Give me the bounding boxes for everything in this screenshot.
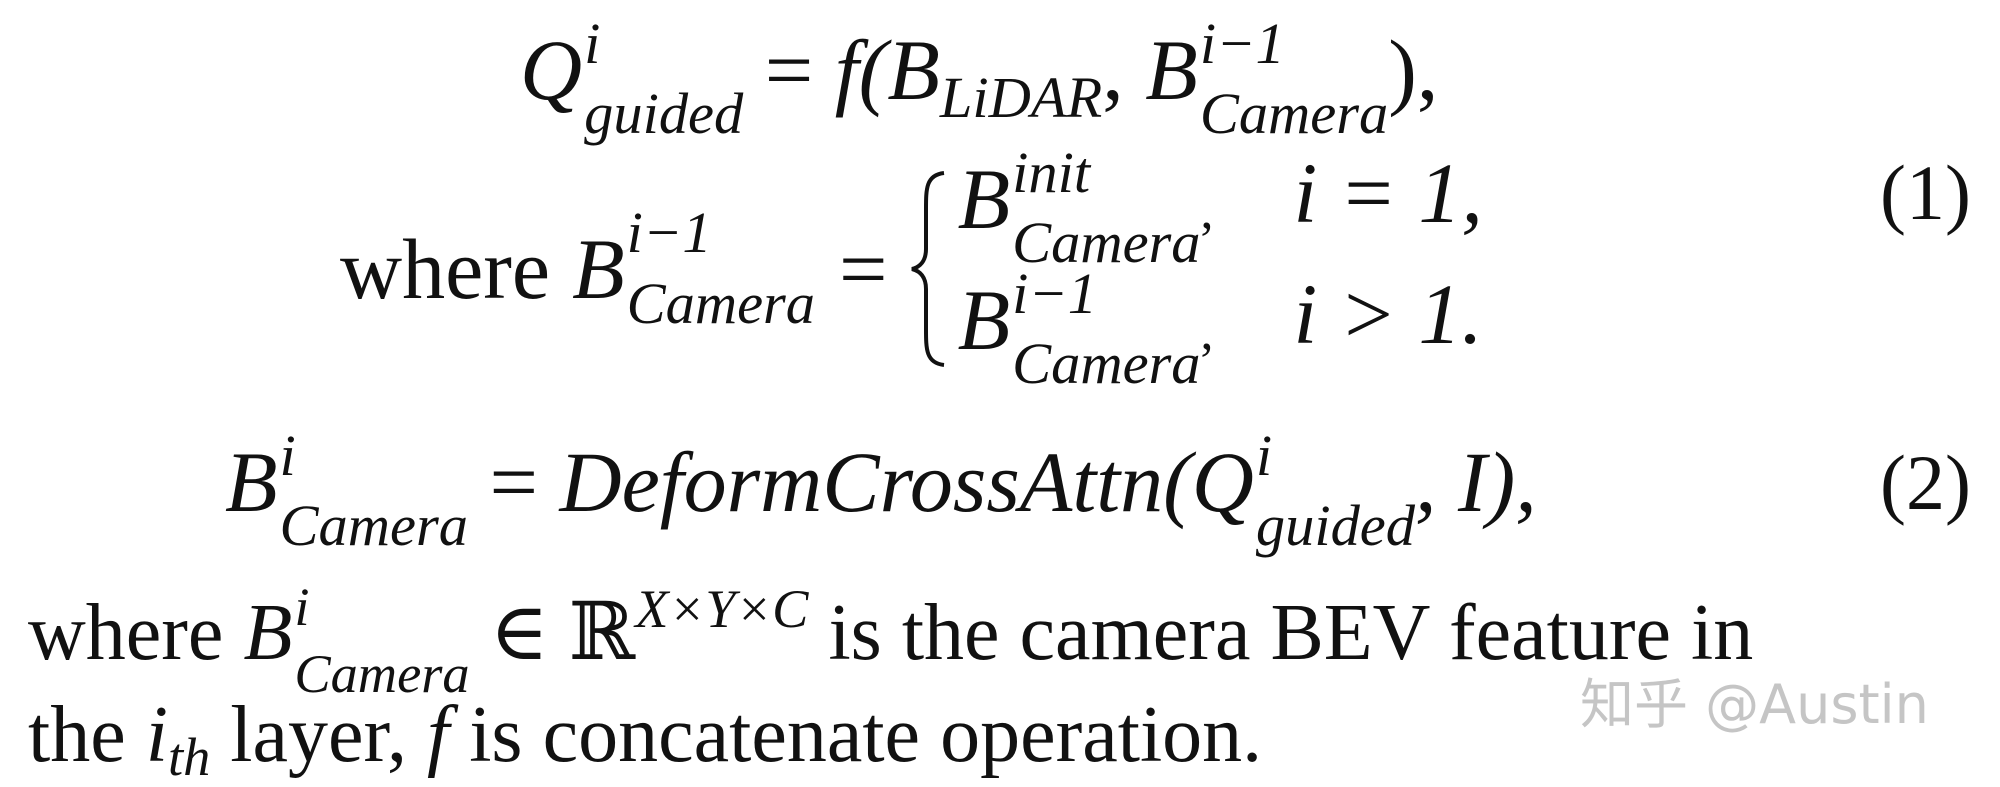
symbol-b-camera: B xyxy=(1145,22,1198,118)
comma: , xyxy=(1102,22,1124,118)
equals-sign-cases: = xyxy=(839,220,888,317)
symbol-b-where: B xyxy=(572,220,625,317)
symbol-b-camera-2: B xyxy=(225,434,278,530)
equals-sign: = xyxy=(764,22,814,118)
close-paren: ), xyxy=(1388,22,1439,118)
left-brace-icon xyxy=(910,170,944,367)
case-2-condition: i > 1. xyxy=(1293,265,1483,362)
equation-number-1: (1) xyxy=(1880,149,1971,236)
symbol-q: Q xyxy=(520,22,583,118)
equation-number-2: (2) xyxy=(1880,439,1971,526)
symbol-b-lidar: B xyxy=(887,22,940,118)
deform-cross-attn: DeformCrossAttn( xyxy=(559,434,1192,530)
case-1-condition: i = 1, xyxy=(1293,145,1483,241)
lidar-subscript: LiDAR xyxy=(939,65,1103,130)
zhihu-watermark: 知乎 @Austin xyxy=(1580,673,1929,736)
eq2-rest: , I), xyxy=(1415,434,1537,530)
paragraph-line-2: the ith layer, f is concatenate operatio… xyxy=(28,691,1263,787)
where-word: where xyxy=(340,220,551,317)
function-f: f( xyxy=(834,22,888,118)
equals-sign-2: = xyxy=(489,434,538,530)
symbol-q-2: Q xyxy=(1191,434,1254,530)
